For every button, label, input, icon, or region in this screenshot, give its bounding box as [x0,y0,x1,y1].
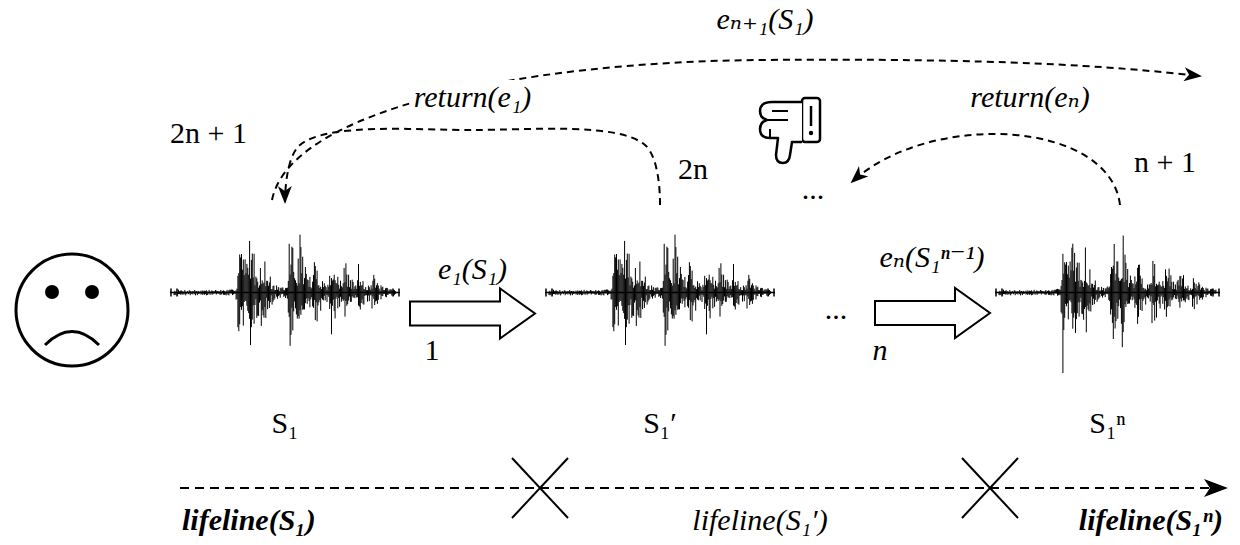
thumbs-down-icon [760,98,820,163]
cross-mark [962,458,1018,518]
waveform-trace [999,236,1216,374]
edge-label: e₁(S₁) [436,252,509,286]
waveform-graphic [535,205,785,380]
face-eye [45,285,59,299]
cross-stroke [512,458,568,518]
dashed-arc-arrow [852,134,1120,205]
waveform-trace [174,235,395,346]
face-eye [85,285,99,299]
waveform-axis [995,289,1220,297]
cross-stroke [962,458,1018,518]
diagram-label: return(eₙ) [968,80,1091,114]
waveform-axis [170,289,400,297]
face-mouth [45,332,99,346]
sad-face [16,254,128,366]
dashed-arc-arrow [272,60,1200,200]
icon-mark [809,131,813,135]
diagram-label: 2n + 1 [168,116,249,150]
icon-hand [760,102,802,163]
lifeline-arrow-head [1204,479,1228,497]
signal-name: S₁′ [641,406,679,440]
diagram-label: ... [823,292,850,326]
block-arrow [410,289,535,339]
waveform-trace [549,235,770,346]
dashed-arc-arrow [285,129,660,205]
diagram-label: eₙ(S₁ⁿ⁻¹) [877,240,986,274]
icon-cuff [802,98,820,142]
diagram-label: n + 1 [1132,145,1198,179]
waveform-graphic [985,205,1230,380]
diagram-label: lifeline(S₁′) [690,503,829,537]
edge-label: return(e₁) [412,80,534,114]
lifeline-axis [180,487,1212,489]
diagram-label: ... [800,172,827,206]
cross-mark [512,458,568,518]
cross-stroke [962,458,1018,518]
signal-name: S₁ⁿ [1087,406,1128,440]
waveform-axis [545,289,775,297]
diagram-label: n [871,333,890,367]
diagram-label: 1 [423,333,442,367]
diagram-label: eₙ₊₁(S₁) [714,2,815,36]
diagram-label: lifeline(S₁) [180,503,318,537]
waveform-node: S₁ [160,205,410,380]
waveform-node: S₁′ [535,205,785,380]
block-arrow [875,288,990,338]
diagram-label: lifeline(S₁ⁿ) [1077,503,1225,537]
waveform-graphic [160,205,410,380]
icon-finger-line [767,111,788,138]
icon-mark [810,106,813,126]
waveform-node: S₁ⁿ [985,205,1230,380]
diagram-label: 2n [676,152,710,186]
signal-name: S₁ [269,406,300,440]
face-outline [16,254,128,366]
cross-stroke [512,458,568,518]
